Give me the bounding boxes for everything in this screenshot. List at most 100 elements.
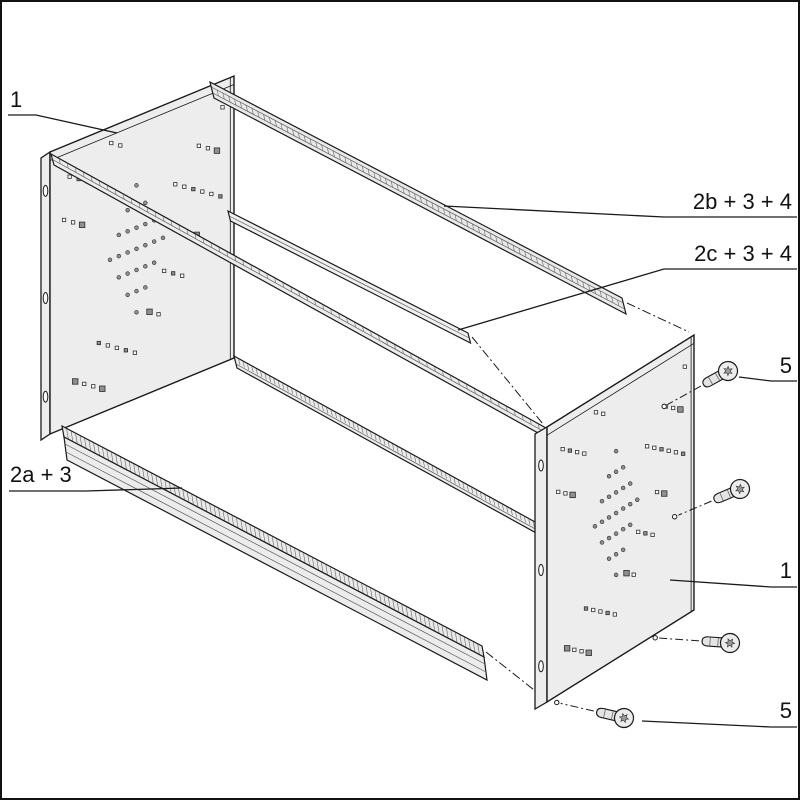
- perforation-hole: [220, 105, 225, 110]
- panel-face: [546, 333, 695, 704]
- vent-hole: [125, 229, 130, 234]
- torx-recess-icon: [724, 638, 736, 648]
- perforation-hole: [605, 610, 610, 616]
- perforation-hole: [563, 645, 571, 652]
- perforation-hole: [612, 612, 617, 617]
- label-screw-upper: 5: [779, 353, 792, 378]
- label-left-panel: 1: [10, 87, 23, 112]
- vent-hole: [134, 225, 139, 230]
- assembly-axis-line: [626, 302, 690, 333]
- leader-left-panel: [8, 114, 118, 134]
- perforation-hole: [67, 174, 72, 179]
- perforation-hole: [196, 143, 201, 148]
- screw-hole: [652, 635, 658, 641]
- perforation-hole: [601, 411, 606, 416]
- assembly-axis-line: [485, 651, 544, 698]
- torx-recess-icon: [618, 712, 630, 724]
- assembly-axis-line: [471, 336, 544, 425]
- vent-hole: [613, 531, 619, 536]
- flange-slot: [42, 390, 49, 403]
- vent-hole: [143, 242, 148, 248]
- label-rail-center: 2c + 3 + 4: [694, 241, 792, 266]
- label-rail-top-rear: 2b + 3 + 4: [692, 189, 792, 214]
- perforation-hole: [673, 450, 679, 455]
- perforation-hole: [682, 364, 687, 369]
- perforation-hole: [631, 572, 636, 577]
- label-right-panel: 1: [779, 558, 792, 583]
- vent-hole: [599, 519, 605, 525]
- vent-hole: [125, 271, 130, 276]
- torx-recess-icon: [735, 483, 745, 495]
- perforation-hole: [579, 649, 584, 654]
- perforation-hole: [567, 448, 572, 453]
- screw-hole: [671, 514, 678, 520]
- leader-right-panel: [669, 579, 797, 588]
- screw-hole: [554, 699, 560, 706]
- vent-hole: [613, 490, 619, 495]
- vent-hole: [628, 481, 633, 486]
- vent-hole: [125, 292, 130, 297]
- vent-hole: [116, 232, 122, 238]
- perforation-hole: [123, 348, 128, 353]
- vent-hole: [613, 552, 619, 557]
- perforation-hole: [661, 490, 668, 497]
- perforation-hole: [156, 312, 161, 317]
- perforation-hole: [200, 189, 205, 194]
- flange-slot: [538, 660, 544, 673]
- perforation-hole: [582, 451, 587, 456]
- perforation-hole: [593, 410, 599, 415]
- vent-hole: [620, 465, 626, 470]
- perforation-hole: [644, 444, 650, 449]
- flange-slot: [538, 459, 544, 472]
- rail-2b-top-rear: [209, 80, 690, 333]
- perforation-hole: [652, 445, 657, 450]
- perforation-hole: [105, 343, 110, 348]
- perforation-hole: [636, 529, 641, 534]
- perforation-hole: [598, 609, 603, 614]
- vent-hole: [134, 183, 139, 188]
- rail-2c-centre: [227, 209, 544, 425]
- perforation-hole: [659, 447, 664, 452]
- leader-rail-2b: [443, 205, 797, 218]
- vent-hole: [143, 221, 148, 227]
- perforation-hole: [118, 143, 123, 148]
- vent-hole: [143, 264, 148, 269]
- vent-hole: [635, 497, 640, 502]
- perforation-hole: [209, 191, 214, 197]
- perforation-hole: [72, 378, 79, 385]
- perforation-hole: [205, 146, 211, 151]
- perforation-hole: [681, 451, 686, 456]
- perforation-hole: [109, 140, 114, 146]
- vent-hole: [620, 485, 626, 491]
- vent-hole: [613, 510, 619, 516]
- label-rail-front-bottom: 2a + 3: [10, 462, 72, 487]
- perforation-hole: [583, 606, 589, 611]
- perforation-hole: [91, 384, 96, 389]
- perforation-hole: [572, 647, 577, 652]
- vent-hole: [606, 556, 612, 561]
- torx-recess-icon: [723, 365, 733, 377]
- vent-hole: [125, 250, 130, 255]
- perforation-hole: [677, 406, 684, 413]
- flange-slot: [42, 184, 49, 197]
- flange-slot: [538, 564, 544, 576]
- perforation-hole: [70, 220, 76, 225]
- vent-hole: [613, 448, 619, 454]
- label-screw-lower: 5: [779, 698, 792, 723]
- perforation-hole: [585, 649, 592, 656]
- vent-hole: [160, 235, 166, 241]
- perforation-hole: [218, 194, 223, 199]
- vent-hole: [606, 535, 612, 541]
- perforation-hole: [132, 350, 138, 355]
- vent-hole: [613, 572, 619, 578]
- vent-hole: [107, 257, 113, 262]
- perforation-hole: [114, 345, 119, 350]
- vent-hole: [628, 522, 633, 528]
- left-side-panel: [40, 74, 235, 442]
- vent-hole: [620, 506, 626, 511]
- screw-hole: [661, 403, 667, 410]
- right-side-panel: [534, 333, 695, 711]
- vent-hole: [613, 469, 619, 474]
- vent-hole: [628, 501, 633, 507]
